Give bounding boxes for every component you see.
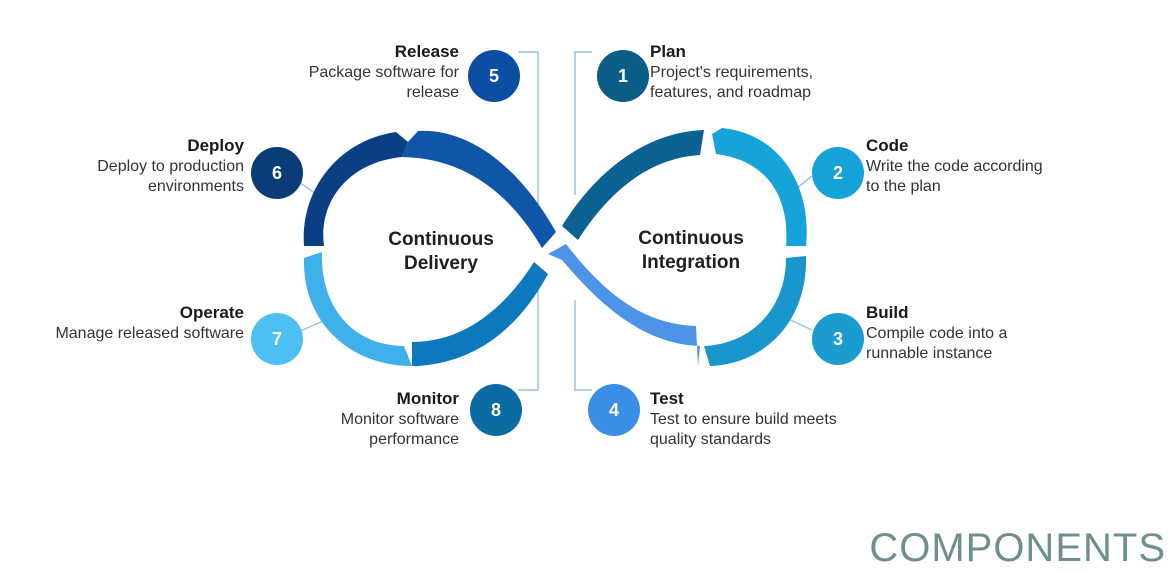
stage-title: Build: [866, 303, 909, 322]
stage-test: Test Test to ensure build meets quality …: [650, 388, 910, 450]
stage-title: Operate: [179, 303, 244, 322]
stage-release: Release Package software for release: [200, 41, 459, 103]
arc-plan: [562, 130, 704, 240]
stage-operate: Operate Manage released software: [0, 302, 244, 344]
stage-description: Manage released software: [55, 325, 244, 342]
step-badge-7: 7: [251, 313, 303, 365]
stage-build: Build Compile code into a runnable insta…: [866, 302, 1126, 364]
stage-title: Code: [866, 136, 909, 155]
arc-test: [548, 244, 700, 366]
step-badge-3: 3: [812, 313, 864, 365]
components-watermark: COMPONENTS: [869, 526, 1166, 570]
stage-description: Write the code according to the plan: [866, 158, 1043, 195]
connector-build: [785, 317, 813, 331]
stage-title: Release: [394, 42, 459, 61]
step-badge-5: 5: [468, 50, 520, 102]
step-badge-8: 8: [470, 384, 522, 436]
stage-description: Deploy to production environments: [97, 158, 244, 195]
connector-monitor: [518, 290, 539, 391]
stage-title: Deploy: [187, 136, 244, 155]
arc-operate: [303, 252, 412, 366]
stage-deploy: Deploy Deploy to production environments: [0, 135, 244, 197]
arc-code: [712, 128, 807, 246]
center-label-integration: Continuous Integration: [638, 228, 744, 273]
stage-description: Compile code into a runnable instance: [866, 325, 1008, 362]
connector-release: [518, 51, 539, 210]
step-badge-4: 4: [588, 384, 640, 436]
arc-release: [402, 130, 556, 248]
stage-title: Plan: [650, 42, 686, 61]
step-badge-1: 1: [597, 50, 649, 102]
stage-code: Code Write the code according to the pla…: [866, 135, 1126, 197]
stage-description: Test to ensure build meets quality stand…: [650, 411, 837, 448]
stage-title: Test: [650, 389, 684, 408]
arc-build: [704, 256, 807, 366]
stage-plan: Plan Project's requirements, features, a…: [650, 41, 910, 103]
step-badge-2: 2: [812, 147, 864, 199]
step-badge-6: 6: [251, 147, 303, 199]
center-label-delivery: Continuous Delivery: [388, 229, 494, 274]
connector-test: [574, 300, 592, 391]
stage-monitor: Monitor Monitor software performance: [200, 388, 459, 450]
connector-plan: [574, 51, 592, 195]
stage-description: Package software for release: [308, 64, 459, 101]
arc-monitor: [412, 262, 548, 366]
stage-title: Monitor: [396, 389, 459, 408]
stage-description: Monitor software performance: [340, 411, 459, 448]
arc-deploy: [303, 132, 408, 246]
stage-description: Project's requirements, features, and ro…: [650, 64, 814, 101]
